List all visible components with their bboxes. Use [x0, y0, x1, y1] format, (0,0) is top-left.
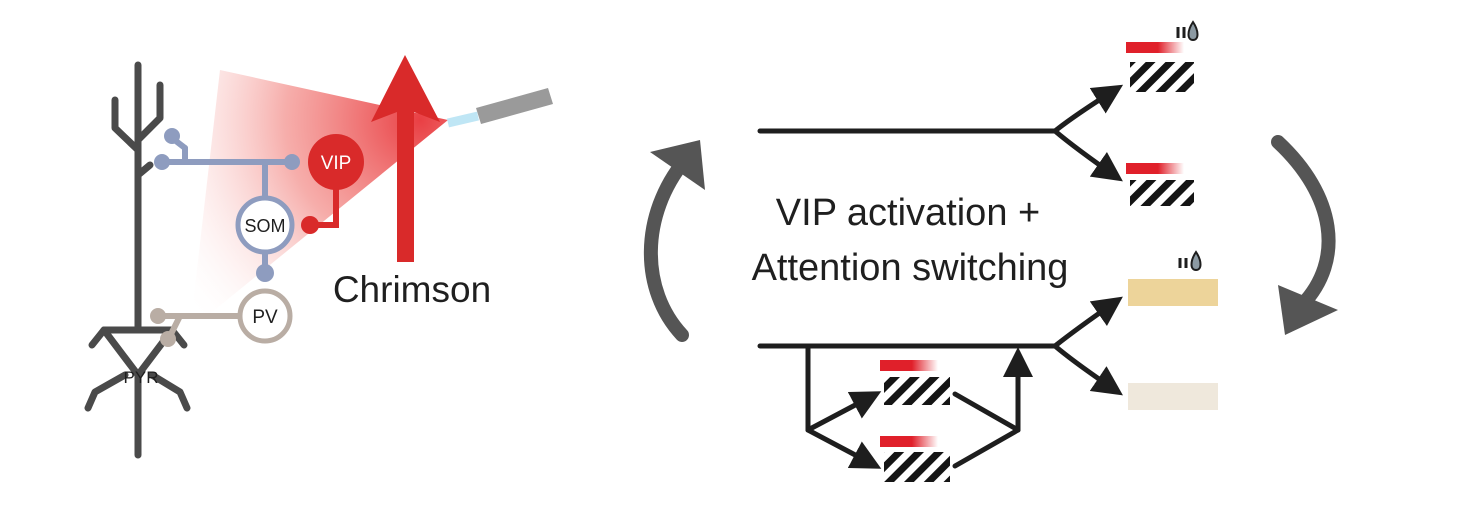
cycle-arrow-left-head	[650, 140, 705, 190]
optic-fiber	[476, 88, 553, 124]
pyr-neuron	[84, 61, 191, 459]
grating-icon	[1130, 62, 1194, 92]
visual-block-lines	[757, 84, 1124, 182]
water-droplet-icon	[1176, 20, 1199, 42]
pv-neuron	[237, 288, 293, 344]
som-synapse-dot	[154, 154, 170, 170]
fiber-tip	[446, 111, 480, 128]
som-synapse-dot	[284, 154, 300, 170]
chrimson-arrow	[371, 55, 440, 262]
red-light-icon	[880, 360, 938, 371]
pv-synapse-dot	[160, 331, 176, 347]
circuit-panel: PV SOM VIP PYR Chrimson	[84, 55, 553, 459]
odor-block-lines	[757, 296, 1123, 469]
task-panel: VIP activation + Attention switching	[643, 20, 1338, 482]
red-light-icon	[1126, 42, 1184, 53]
som-neuron	[235, 195, 295, 255]
grating-icon	[884, 452, 950, 482]
odor-bar-icon	[1128, 383, 1218, 410]
grating-icon	[884, 377, 950, 405]
som-synapse-dot	[164, 128, 180, 144]
som-label: SOM	[244, 216, 285, 236]
odor-bar-icon	[1128, 279, 1218, 306]
vip-neuron	[308, 134, 364, 190]
pv-synapse-dot	[150, 308, 166, 324]
pv-label: PV	[252, 307, 278, 328]
water-droplet-icon	[1178, 250, 1202, 272]
cycle-arrow-right-head	[1278, 285, 1338, 335]
red-light-icon	[880, 436, 938, 447]
light-cone	[190, 70, 448, 330]
pyr-label: PYR	[124, 368, 159, 387]
vip-synapse-dot	[301, 216, 319, 234]
som-synapse-dot	[256, 264, 274, 282]
center-label-line1: VIP activation +	[776, 192, 1040, 234]
cycle-arrow-right	[1271, 135, 1336, 312]
center-label-line2: Attention switching	[752, 247, 1069, 289]
vip-projection	[309, 182, 339, 228]
chrimson-label: Chrimson	[333, 269, 491, 310]
grating-icon	[1130, 180, 1194, 206]
vip-label: VIP	[321, 153, 352, 174]
cycle-arrow-left	[643, 153, 692, 342]
red-light-icon	[1126, 163, 1184, 174]
